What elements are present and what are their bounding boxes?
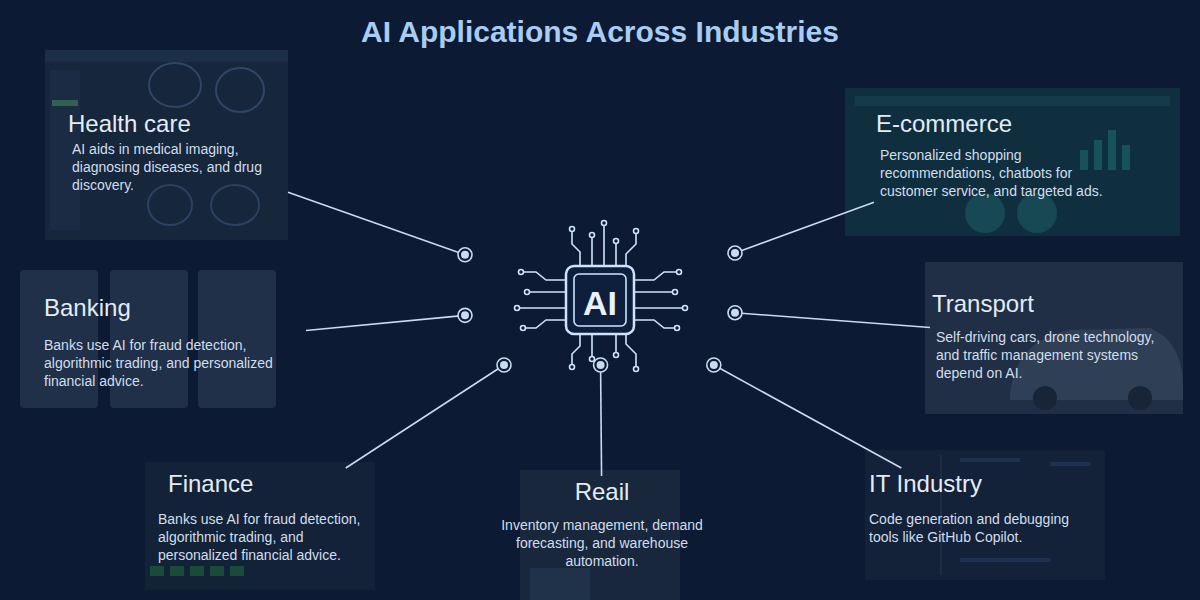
- connector-dot: [458, 308, 472, 322]
- connector-line: [306, 315, 465, 330]
- connector-line: [735, 202, 874, 253]
- industry-description: Self-driving cars, drone technology, and…: [932, 328, 1178, 382]
- industry-card: IT IndustryCode generation and debugging…: [867, 468, 1085, 550]
- ai-chip: AI: [465, 240, 735, 365]
- connector-dot: [728, 306, 742, 320]
- connector-dot-center: [500, 361, 508, 369]
- industry-description: Banks use AI for fraud detection, algori…: [158, 510, 380, 564]
- industry-heading: E-commerce: [876, 110, 1124, 138]
- connector: [707, 358, 902, 468]
- connector-dot: [594, 358, 608, 372]
- industry-card: TransportSelf-driving cars, drone techno…: [930, 288, 1180, 386]
- connector-dot-center: [597, 361, 605, 369]
- code-editor-screenshot: [865, 450, 1105, 580]
- connector-dot-center: [710, 361, 718, 369]
- connector-line: [714, 365, 902, 468]
- diagram-title: AI Applications Across Industries: [0, 13, 1200, 51]
- industry-description: Inventory management, demand forecasting…: [488, 516, 716, 570]
- industry-card: E-commercePersonalized shopping recommen…: [874, 108, 1126, 204]
- connector: [346, 358, 511, 468]
- connector-dot-center: [731, 249, 739, 257]
- self-driving-car-photo: [925, 262, 1183, 414]
- industry-heading: Reail: [488, 478, 716, 506]
- ai-chip-icon: [515, 221, 688, 372]
- industry-heading: Transport: [932, 290, 1178, 318]
- industry-card: BankingBanks use AI for fraud detection,…: [42, 292, 306, 394]
- industry-heading: Banking: [44, 294, 304, 322]
- connector-dot-center: [461, 311, 469, 319]
- medical-imaging-screenshot: [45, 50, 288, 240]
- industry-description: Code generation and debugging tools like…: [869, 510, 1083, 546]
- connector-line: [735, 313, 930, 328]
- industry-description: Banks use AI for fraud detection, algori…: [44, 336, 304, 390]
- connector-line: [600, 365, 603, 476]
- industry-card: Health careAI aids in medical imaging, d…: [66, 108, 288, 198]
- industry-description: Personalized shopping recommendations, c…: [876, 146, 1124, 200]
- connector: [306, 308, 472, 330]
- industry-card: ReailInventory management, demand foreca…: [486, 476, 718, 574]
- connector: [288, 192, 472, 262]
- connector-dot: [458, 248, 472, 262]
- connector-dot: [497, 358, 511, 372]
- connector: [728, 306, 930, 328]
- connector: [728, 202, 874, 260]
- industry-heading: Finance: [158, 470, 380, 498]
- connector: [594, 358, 608, 476]
- connector-dot: [707, 358, 721, 372]
- chip-label: AI: [583, 283, 617, 323]
- connector-dot-center: [461, 251, 469, 259]
- industry-heading: Health care: [68, 110, 286, 138]
- connector-line: [288, 192, 465, 255]
- connector-line: [346, 365, 504, 468]
- connector-dot-center: [731, 309, 739, 317]
- industry-heading: IT Industry: [869, 470, 1083, 498]
- industry-description: AI aids in medical imaging, diagnosing d…: [68, 140, 286, 194]
- connector-dot: [728, 246, 742, 260]
- ecommerce-dashboard: [845, 88, 1180, 236]
- industry-card: FinanceBanks use AI for fraud detection,…: [156, 468, 382, 568]
